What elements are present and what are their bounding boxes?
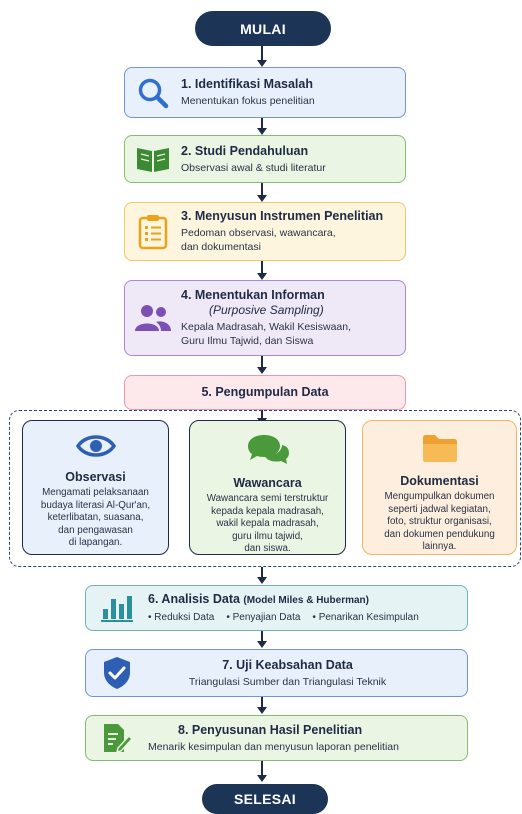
method-desc-line: dan dokumen pendukung xyxy=(384,528,495,540)
search-icon xyxy=(125,76,181,110)
start-label: MULAI xyxy=(240,20,286,37)
step-subtitle: (Purposive Sampling) xyxy=(209,303,324,317)
method-desc-line: Wawancara semi terstruktur xyxy=(206,493,329,504)
step-analisis-data: 6. Analisis Data (Model Miles & Huberman… xyxy=(85,585,468,631)
method-dokumentasi: Dokumentasi Mengumpulkan dokumen seperti… xyxy=(362,420,517,555)
step-desc: Menarik kesimpulan dan menyusun laporan … xyxy=(148,740,399,753)
folder-icon xyxy=(421,433,459,468)
method-desc-line: budaya literasi Al-Qur'an, xyxy=(40,499,151,511)
method-desc-line: guru ilmu tajwid, xyxy=(232,530,303,542)
method-desc-line: dan pengawasan xyxy=(58,524,133,536)
step-menyusun-instrumen: 3. Menyusun Instrumen Penelitian Pedoman… xyxy=(124,202,406,261)
end-label: SELESAI xyxy=(233,791,296,807)
step-desc-line: Guru Ilmu Tajwid, dan Siswa xyxy=(181,335,314,347)
step-identifikasi-masalah: 1. Identifikasi Masalah Menentukan fokus… xyxy=(124,67,406,118)
step-desc: Triangulasi Sumber dan Triangulasi Tekni… xyxy=(188,675,387,688)
method-desc-line: dan siswa. xyxy=(244,543,291,554)
clipboard-list-icon xyxy=(125,214,181,250)
method-desc-line: keterlibatan, suasana, xyxy=(47,512,144,523)
method-desc-line: foto, struktur organisasi, xyxy=(387,516,492,527)
step-studi-pendahuluan: 2. Studi Pendahuluan Observasi awal & st… xyxy=(124,135,406,183)
method-desc-line: seperti jadwal kegiatan, xyxy=(388,503,491,515)
chat-bubbles-icon xyxy=(246,433,290,470)
method-observasi: Observasi Mengamati pelaksanaan budaya l… xyxy=(22,420,169,555)
step-title: 2. Studi Pendahuluan xyxy=(181,143,309,158)
step-desc-line: Pedoman observasi, wawancara, xyxy=(181,227,336,239)
step-uji-keabsahan: 7. Uji Keabsahan Data Triangulasi Sumber… xyxy=(85,649,468,697)
method-title: Wawancara xyxy=(233,476,302,490)
step-title: 6. Analisis Data xyxy=(148,591,240,606)
step-subtitle: (Model Miles & Huberman) xyxy=(243,594,369,606)
step-title: 7. Uji Keabsahan Data xyxy=(222,657,353,672)
step-pengumpulan-data: 5. Pengumpulan Data xyxy=(124,375,406,410)
method-title: Observasi xyxy=(65,470,126,484)
shield-check-icon xyxy=(86,656,148,690)
eye-icon xyxy=(75,433,116,464)
method-desc-line: Mengumpulkan dokumen xyxy=(384,491,495,502)
analysis-bullet: • Reduksi Data xyxy=(148,611,215,623)
step-title: 1. Identifikasi Masalah xyxy=(181,77,313,91)
step-title: 4. Menentukan Informan xyxy=(181,288,325,302)
method-desc-line: kepada kepala madrasah, xyxy=(211,505,324,517)
method-desc-line: di lapangan. xyxy=(68,537,123,548)
method-title: Dokumentasi xyxy=(400,474,479,488)
method-wawancara: Wawancara Wawancara semi terstruktur kep… xyxy=(189,420,346,555)
method-desc-line: Mengamati pelaksanaan xyxy=(42,487,149,498)
bar-chart-icon xyxy=(86,593,148,623)
step-penyusunan-hasil: 8. Penyusunan Hasil Penelitian Menarik k… xyxy=(85,715,468,761)
method-desc-line: wakil kepala madrasah, xyxy=(216,518,319,529)
step-desc: Menentukan fokus penelitian xyxy=(181,95,315,107)
analysis-bullet: • Penyajian Data xyxy=(226,611,301,623)
data-collection-group xyxy=(9,410,521,567)
step-desc-line: dan dokumentasi xyxy=(181,241,261,253)
document-edit-icon xyxy=(86,722,148,754)
users-icon xyxy=(125,302,181,334)
step-desc: Observasi awal & studi literatur xyxy=(181,161,326,174)
start-terminal: MULAI xyxy=(195,11,331,46)
step-title: 5. Pengumpulan Data xyxy=(201,385,329,399)
step-title: 3. Menyusun Instrumen Penelitian xyxy=(181,209,384,223)
analysis-bullet: • Penarikan Kesimpulan xyxy=(312,611,419,623)
step-desc-line: Kepala Madrasah, Wakil Kesiswaan, xyxy=(181,321,352,333)
method-desc-line: lainnya. xyxy=(422,541,457,552)
end-terminal: SELESAI xyxy=(202,784,328,814)
step-menentukan-informan: 4. Menentukan Informan (Purposive Sampli… xyxy=(124,280,406,356)
book-icon xyxy=(125,144,181,174)
step-title: 8. Penyusunan Hasil Penelitian xyxy=(178,722,363,737)
